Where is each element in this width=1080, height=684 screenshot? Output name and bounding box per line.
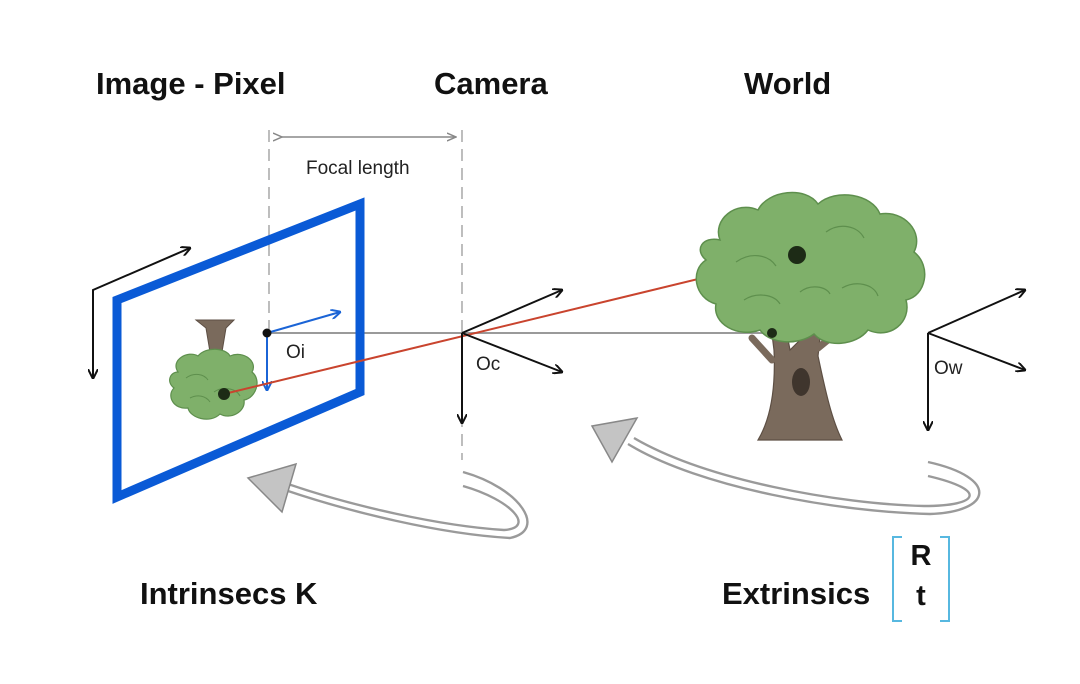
curved-arrow-icon bbox=[590, 416, 981, 516]
tree-icon bbox=[695, 191, 926, 441]
intrinsics-label: Intrinsecs K bbox=[140, 576, 318, 611]
world-axis-x bbox=[927, 290, 1025, 334]
heading-image-pixel: Image - Pixel bbox=[96, 66, 286, 101]
image-plane bbox=[112, 197, 365, 504]
camera-origin-label: Oc bbox=[476, 354, 501, 375]
projected-point bbox=[218, 388, 230, 400]
image-origin-label: Oi bbox=[286, 342, 305, 363]
extrinsics-label: Extrinsics bbox=[722, 576, 871, 611]
heading-world: World bbox=[744, 66, 832, 101]
matrix-bracket-left bbox=[892, 536, 902, 622]
camera-axis-z bbox=[461, 332, 562, 372]
curved-arrow-icon bbox=[246, 462, 529, 540]
matrix-cell-translation: t bbox=[916, 580, 926, 612]
world-axis-z bbox=[927, 332, 1025, 370]
extrinsics-matrix: R t bbox=[892, 536, 950, 622]
inverted-tree-icon bbox=[169, 319, 258, 420]
world-point bbox=[788, 246, 806, 264]
camera-axis-x bbox=[461, 290, 562, 334]
heading-camera: Camera bbox=[434, 66, 548, 101]
image-axis-x bbox=[266, 312, 340, 334]
image-plane-axis-u bbox=[92, 248, 190, 378]
matrix-cell-rotation: R bbox=[910, 540, 932, 572]
image-origin-dot bbox=[262, 328, 272, 338]
world-origin-label: Ow bbox=[934, 358, 963, 379]
world-principal-point bbox=[767, 328, 777, 338]
focal-length-label: Focal length bbox=[306, 158, 410, 179]
matrix-bracket-right bbox=[940, 536, 950, 622]
